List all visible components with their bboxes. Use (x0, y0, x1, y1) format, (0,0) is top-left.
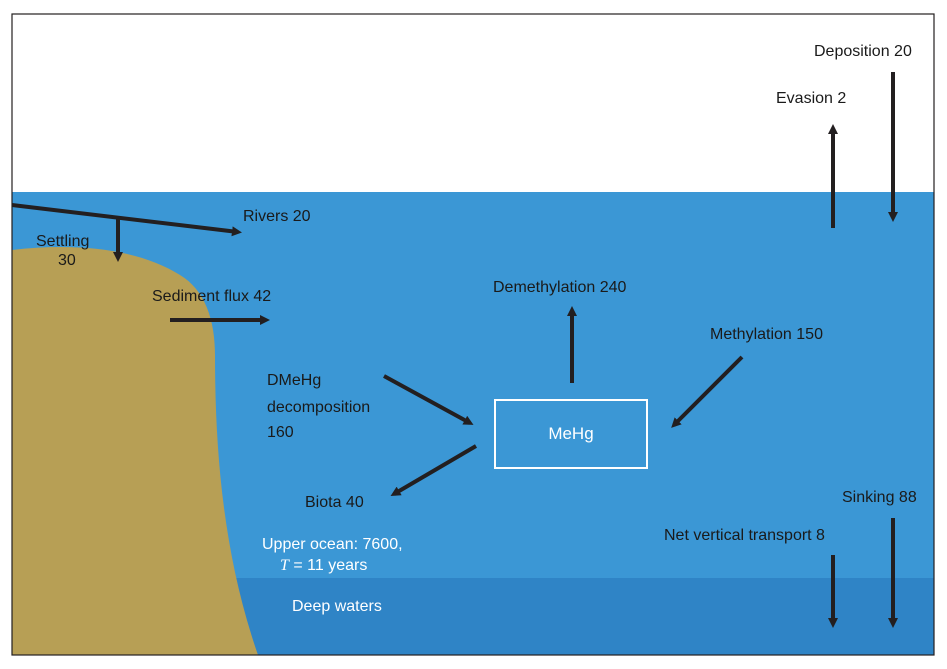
net-vertical-transport-label: Net vertical transport 8 (664, 527, 825, 544)
rivers-label: Rivers 20 (243, 208, 311, 225)
atmosphere-region (12, 14, 934, 192)
dmehg-decomposition-arrow (383, 374, 474, 425)
dmehg-label-line1: DMeHg (267, 372, 322, 389)
evasion-label: Evasion 2 (776, 90, 847, 107)
sediment-flux-label: Sediment flux 42 (152, 288, 272, 305)
mehg-box (494, 399, 648, 469)
upper-ocean-label-line2: T = 11 years (280, 556, 367, 576)
settling-value: 30 (58, 252, 76, 269)
residence-time-value: = 11 years (288, 557, 368, 574)
mehg-box-label: MeHg (548, 424, 594, 443)
sediment-shelf (12, 247, 258, 655)
deep-waters-label: Deep waters (292, 598, 382, 615)
methylation-arrow (671, 355, 744, 428)
biota-arrow (390, 444, 478, 497)
deposition-label: Deposition 20 (814, 43, 912, 60)
methylation-label: Methylation 150 (710, 326, 823, 343)
rivers-arrow (11, 203, 242, 237)
sinking-label: Sinking 88 (842, 489, 917, 506)
dmehg-label-line2: decomposition (267, 399, 371, 416)
biota-label: Biota 40 (305, 494, 364, 511)
dmehg-label-line3: 160 (267, 424, 294, 441)
diagram-frame (11, 13, 935, 656)
settling-label: Settling (36, 233, 90, 250)
residence-time-symbol: T (280, 557, 289, 574)
demethylation-label: Demethylation 240 (493, 279, 627, 296)
upper-ocean-label-line1: Upper ocean: 7600, (262, 536, 403, 553)
